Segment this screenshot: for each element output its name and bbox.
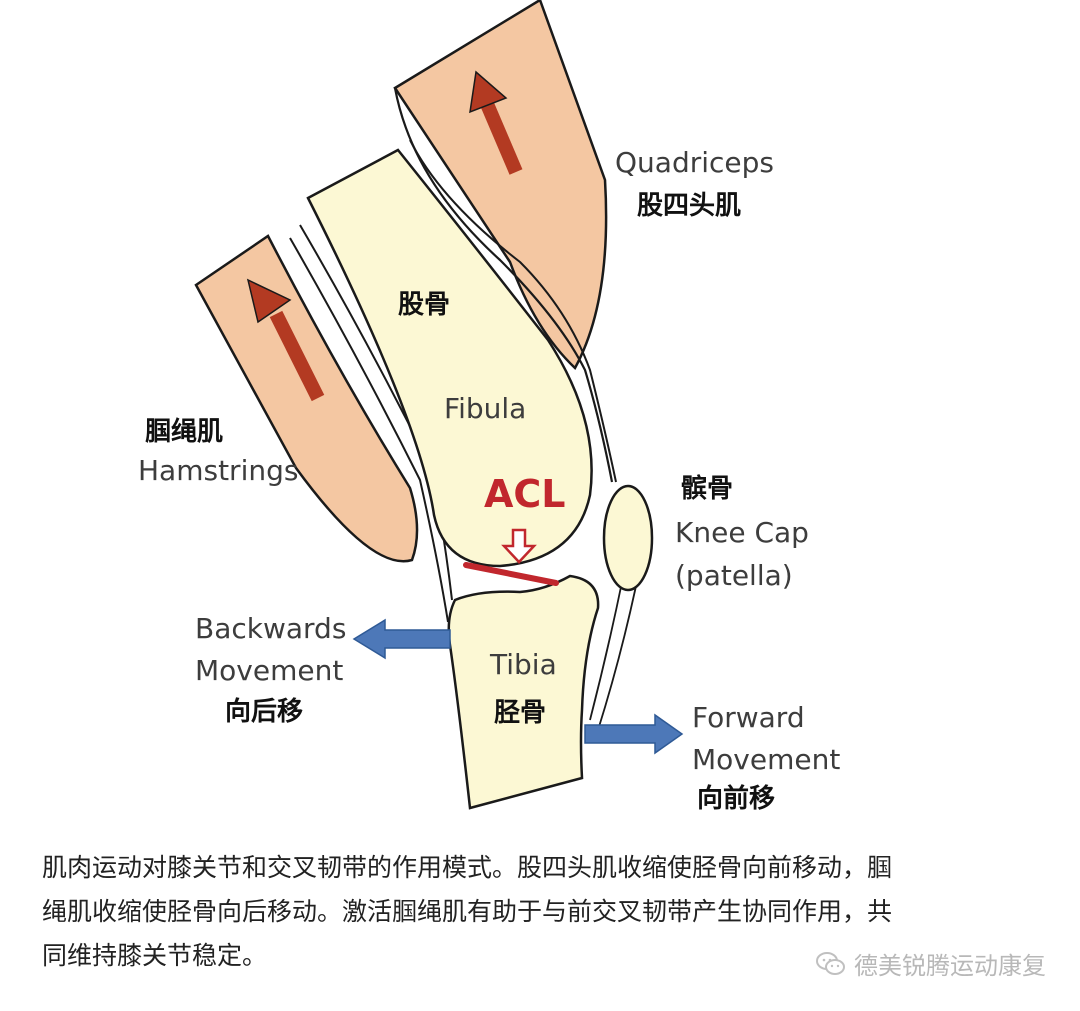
quadriceps-muscle — [393, 0, 608, 371]
acl-pointer-arrow — [501, 528, 537, 564]
backwards-label-2: Movement — [195, 654, 343, 687]
patellar-ligament-line-1 — [589, 581, 623, 721]
hamstrings-arrow-head — [246, 278, 292, 324]
backwards-label-zh: 向后移 — [225, 696, 303, 727]
femur-label-zh: 股骨 — [398, 290, 450, 320]
forward-label-2: Movement — [692, 743, 840, 776]
forward-label-zh: 向前移 — [697, 783, 775, 814]
knee-acl-diagram: Quadriceps 股四头肌 股骨 Fibula 腘绳肌 Hamstrings… — [138, 0, 840, 814]
quadriceps-tendon-inner — [409, 139, 617, 483]
backwards-label-1: Backwards — [195, 612, 346, 645]
tibia-label: Tibia — [489, 648, 557, 681]
patellar-ligament-line-2 — [597, 585, 637, 731]
caption-line-2: 绳肌收缩使胫骨向后移动。激活腘绳肌有助于与前交叉韧带产生协同作用，共 — [42, 897, 893, 926]
caption-line-3: 同维持膝关节稳定。 — [42, 941, 268, 970]
forward-arrow — [584, 713, 684, 755]
patella-label-2: (patella) — [675, 559, 793, 592]
quadriceps-label-zh: 股四头肌 — [637, 191, 741, 221]
patella-label-zh: 髌骨 — [681, 473, 733, 504]
wechat-icon — [816, 951, 845, 975]
tibia-label-zh: 胫骨 — [494, 698, 546, 728]
tibia-bone — [447, 574, 600, 810]
watermark: 德美锐腾运动康复 — [816, 946, 1046, 981]
hamstrings-label: Hamstrings — [138, 454, 298, 487]
hamstrings-muscle — [194, 234, 419, 563]
quadriceps-label: Quadriceps — [615, 146, 774, 179]
acl-ligament — [463, 562, 559, 586]
quadriceps-tendon — [393, 87, 614, 483]
acl-label: ACL — [484, 472, 566, 516]
patella-bone — [602, 484, 654, 592]
quadriceps-arrow-head — [469, 70, 508, 114]
patella-label-1: Knee Cap — [675, 516, 809, 549]
femur-bone — [306, 148, 593, 568]
hamstrings-arrow — [269, 310, 325, 402]
quadriceps-arrow — [480, 101, 523, 175]
hamstring-tendon — [289, 237, 449, 623]
backwards-arrow — [352, 618, 451, 660]
caption: 肌肉运动对膝关节和交叉韧带的作用模式。股四头肌收缩使胫骨向前移动，腘 绳肌收缩使… — [42, 846, 1042, 978]
caption-line-1: 肌肉运动对膝关节和交叉韧带的作用模式。股四头肌收缩使胫骨向前移动，腘 — [42, 853, 893, 882]
hamstrings-label-zh: 腘绳肌 — [145, 417, 223, 447]
femur-label: Fibula — [444, 392, 526, 425]
watermark-text: 德美锐腾运动康复 — [854, 952, 1046, 980]
forward-label-1: Forward — [692, 701, 805, 734]
